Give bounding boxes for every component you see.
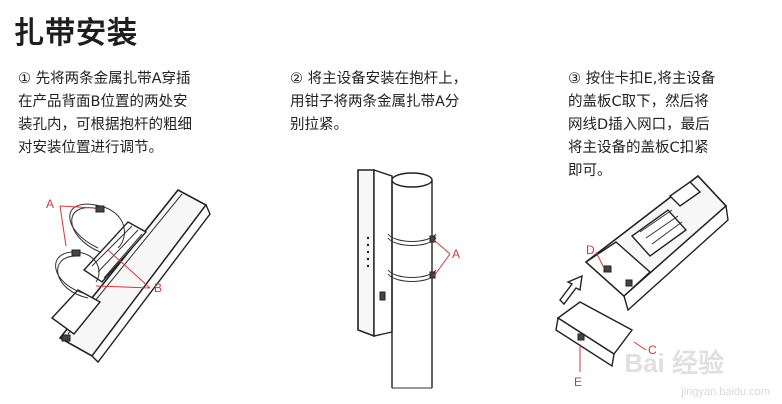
step-1-callout-a: A — [46, 197, 54, 211]
step-1-illustration: A B — [46, 188, 211, 364]
step-2-illustration: A — [357, 169, 460, 389]
page-title: 扎带安装 — [14, 16, 138, 51]
step-1-instruction: ① 先将两条金属扎带A穿插 在产品背面B位置的两处安 装孔内，可根据抱杆的粗细 … — [18, 71, 192, 156]
step-3-callout-e: E — [574, 375, 582, 389]
step-2-instruction: ② 将主设备安装在抱杆上， 用钳子将两条金属扎带A分 别拉紧。 — [290, 71, 468, 133]
step-3-callout-c: C — [648, 343, 657, 357]
step-3-illustration: D C E — [555, 174, 729, 389]
step-2-callout-a: A — [452, 247, 460, 261]
watermark-url: jingyan.baidu.com — [681, 386, 770, 398]
watermark-logo: Bai 经验 — [624, 348, 724, 378]
step-3-instruction: ③ 按住卡扣E,将主设备 的盖板C取下，然后将 网线D插入网口，最后 将主设备的… — [568, 71, 716, 179]
step-1-callout-b: B — [154, 281, 162, 295]
step-3-callout-d: D — [586, 243, 595, 257]
